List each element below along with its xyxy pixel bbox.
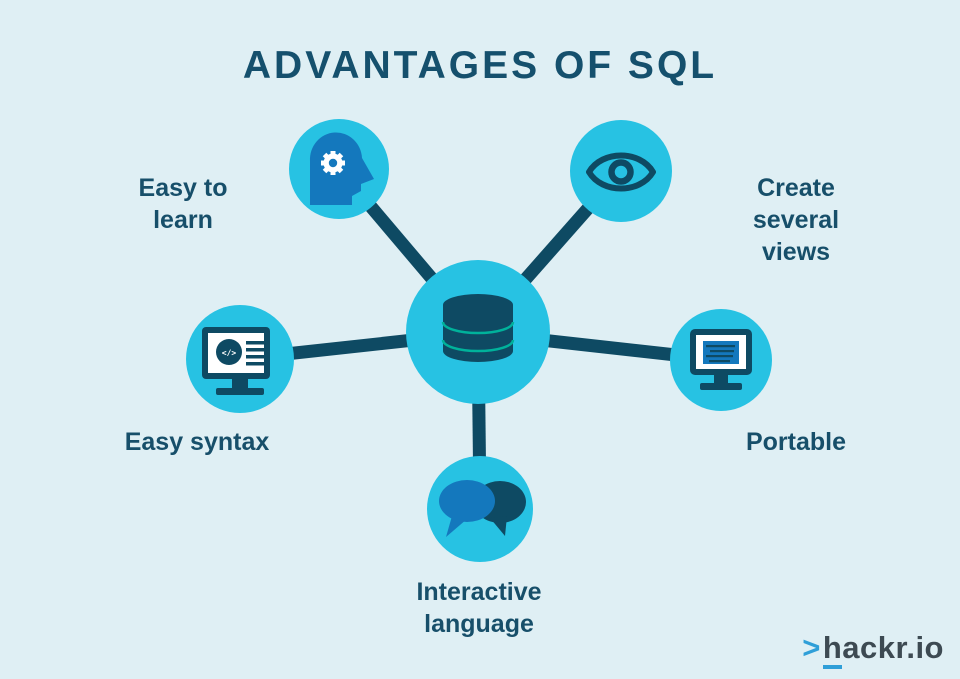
node-create-several-views (570, 120, 672, 222)
page-title: ADVANTAGES OF SQL (242, 44, 718, 87)
gear-icon (321, 151, 345, 175)
node-portable (670, 309, 772, 411)
logo-chevron-icon: > (802, 630, 821, 665)
chat-bubbles-icon (439, 480, 526, 537)
label-create-several-views: Create several views (752, 174, 840, 266)
database-icon (441, 294, 515, 362)
node-circle (570, 120, 672, 222)
label-easy-syntax: Easy syntax (124, 428, 270, 456)
eye-icon (586, 152, 656, 192)
node-easy-to-learn (289, 119, 389, 219)
label-portable: Portable (745, 428, 847, 456)
monitor-terminal-icon (690, 329, 752, 390)
label-interactive-language: Interactive language (416, 578, 542, 638)
logo-rest: ackr.io (842, 630, 944, 665)
logo-first-letter: h (822, 630, 843, 669)
logo-text: hackr.io (822, 630, 944, 669)
label-easy-to-learn: Easy to learn (138, 174, 228, 234)
head-gear-icon (309, 132, 374, 205)
node-easy-syntax: </> (186, 305, 294, 413)
hackr-logo: >hackr.io (802, 630, 944, 669)
code-glyph: </> (222, 349, 237, 358)
monitor-code-icon: </> (202, 327, 270, 395)
node-interactive-language (427, 456, 533, 562)
